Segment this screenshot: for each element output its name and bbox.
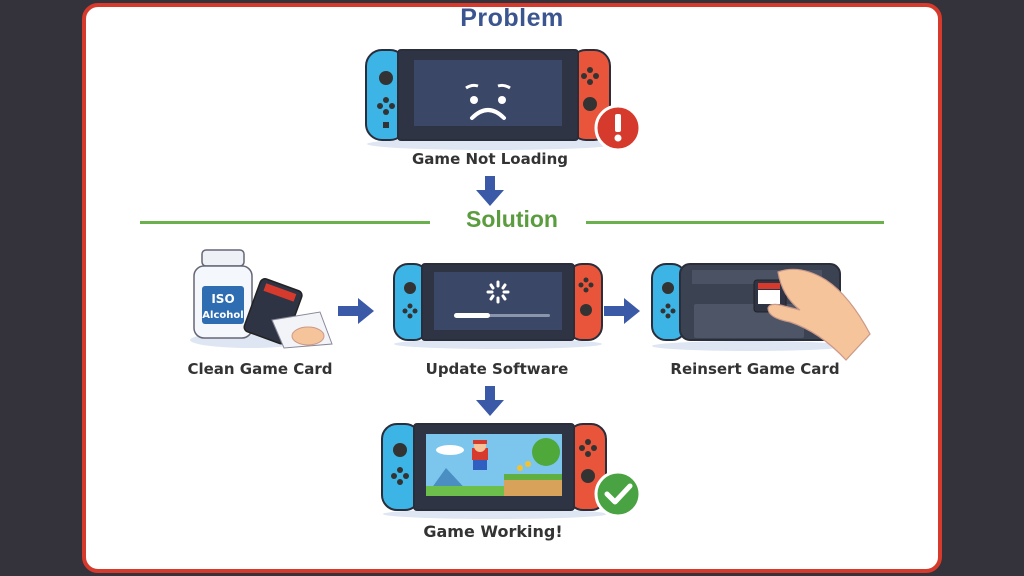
sad-console-illustration [365,49,642,152]
working-console-illustration [381,423,642,519]
step-update-label: Update Software [425,360,569,378]
result-caption: Game Working! [423,522,563,541]
update-console-illustration [393,263,603,349]
arrow-right-icon [604,298,640,324]
svg-text:ISO: ISO [211,292,234,306]
step-clean-label: Clean Game Card [187,360,333,378]
arrow-down-icon [476,386,504,416]
clean-card-illustration: ISO Alcohol [190,249,333,349]
step-reinsert-label: Reinsert Game Card [670,360,840,378]
arrow-down-icon [476,176,504,206]
solution-title: Solution [466,206,558,232]
checkmark-icon [594,470,642,518]
loading-spinner-icon [486,280,510,304]
problem-caption: Game Not Loading [412,150,568,168]
arrow-right-icon [338,298,374,324]
divider-right [586,221,884,224]
hand [767,268,871,361]
problem-title: Problem [460,4,564,32]
reinsert-card-illustration [651,263,871,361]
svg-text:Alcohol: Alcohol [202,310,243,321]
divider-left [140,221,430,224]
